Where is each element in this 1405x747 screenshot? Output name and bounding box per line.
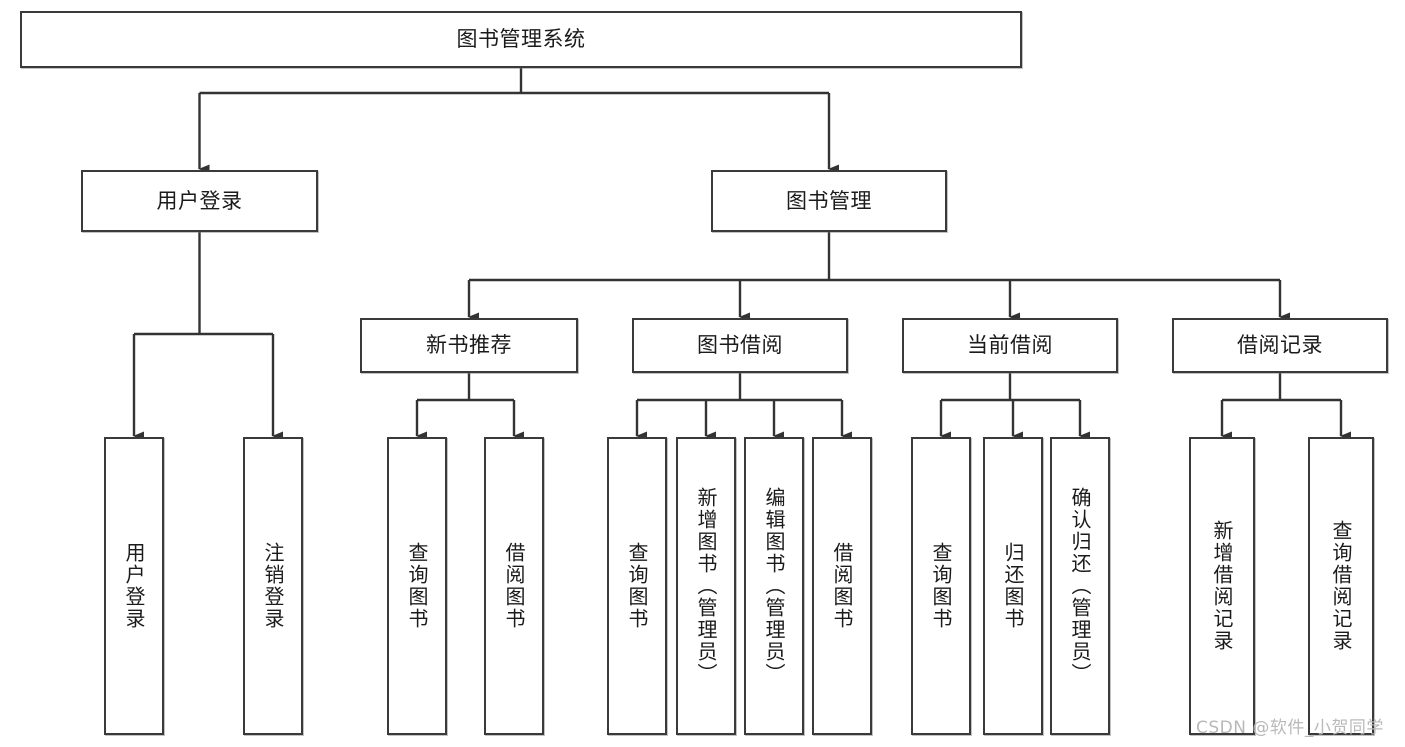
node-label: 图书管理 — [786, 188, 872, 213]
node-label: 归还图书 — [1001, 542, 1025, 630]
node-root[interactable]: 图书管理系统 — [20, 11, 1022, 68]
node-label: 新书推荐 — [426, 333, 512, 358]
node-l2-borrow[interactable]: 图书借阅 — [632, 318, 848, 373]
node-label: 注销登录 — [261, 542, 285, 630]
node-label: 查询借阅记录 — [1329, 520, 1353, 652]
node-l2-current[interactable]: 当前借阅 — [902, 318, 1118, 373]
node-l3-logout[interactable]: 注销登录 — [243, 437, 303, 735]
csdn-watermark: CSDN @软件_小贺同学 — [1196, 718, 1384, 738]
node-l3-bo-query[interactable]: 查询图书 — [607, 437, 667, 735]
node-label: 当前借阅 — [967, 333, 1053, 358]
node-label: 查询图书 — [625, 542, 649, 630]
node-l1-login[interactable]: 用户登录 — [81, 170, 318, 232]
node-label: 用户登录 — [156, 188, 243, 213]
node-l3-bo-add[interactable]: 新增图书（管理员） — [676, 437, 736, 735]
node-l3-nb-query[interactable]: 查询图书 — [387, 437, 447, 735]
node-label: 图书管理系统 — [456, 27, 586, 52]
node-label: 借阅图书 — [830, 542, 854, 630]
node-label: 新增借阅记录 — [1210, 520, 1234, 652]
node-l2-record[interactable]: 借阅记录 — [1172, 318, 1388, 373]
node-l3-re-add[interactable]: 新增借阅记录 — [1189, 437, 1255, 735]
node-label: 新增图书（管理员） — [694, 487, 718, 685]
node-label: 查询图书 — [929, 542, 953, 630]
node-l3-cu-confirm[interactable]: 确认归还（管理员） — [1050, 437, 1110, 735]
node-label: 用户登录 — [122, 542, 146, 630]
node-l2-newbook[interactable]: 新书推荐 — [360, 318, 578, 373]
node-l3-bo-edit[interactable]: 编辑图书（管理员） — [744, 437, 804, 735]
node-label: 借阅图书 — [502, 542, 526, 630]
node-label: 确认归还（管理员） — [1068, 487, 1092, 685]
node-label: 图书借阅 — [697, 333, 783, 358]
node-label: 借阅记录 — [1237, 333, 1323, 358]
node-l3-nb-borrow[interactable]: 借阅图书 — [484, 437, 544, 735]
node-l3-bo-lend[interactable]: 借阅图书 — [812, 437, 872, 735]
node-l1-books[interactable]: 图书管理 — [711, 170, 947, 232]
node-l3-cu-return[interactable]: 归还图书 — [983, 437, 1043, 735]
node-l3-cu-query[interactable]: 查询图书 — [911, 437, 971, 735]
node-l3-userlogin[interactable]: 用户登录 — [104, 437, 164, 735]
node-label: 查询图书 — [405, 542, 429, 630]
node-l3-re-query[interactable]: 查询借阅记录 — [1308, 437, 1374, 735]
node-label: 编辑图书（管理员） — [762, 487, 786, 685]
